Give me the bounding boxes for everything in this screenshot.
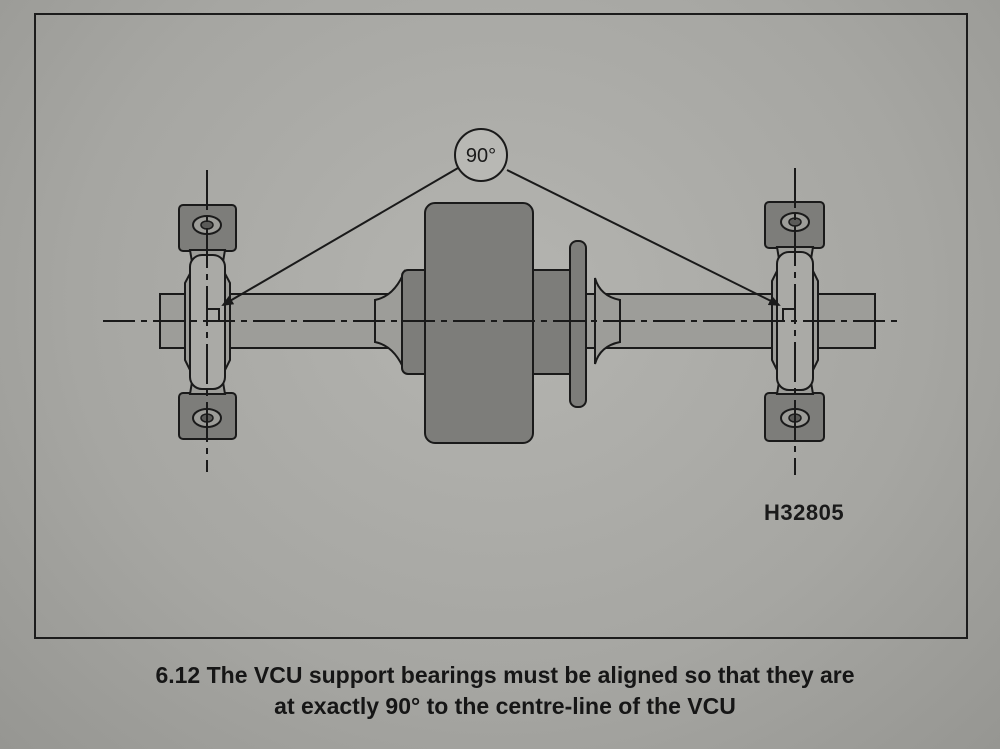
- angle-callout-circle: [454, 128, 508, 182]
- caption-line-2: at exactly 90° to the centre-line of the…: [274, 693, 736, 719]
- leader-arrow-right: [506, 169, 781, 306]
- vcu-body: [424, 202, 534, 444]
- leader-arrow-left: [221, 167, 459, 307]
- figure-caption: 6.12 The VCU support bearings must be al…: [40, 660, 970, 722]
- angle-label: 90°: [466, 145, 496, 167]
- right-angle-marker-left: [207, 308, 220, 321]
- figure-id: H32805: [764, 500, 845, 525]
- caption-line-1: 6.12 The VCU support bearings must be al…: [155, 662, 855, 688]
- vcu-flange: [569, 240, 587, 408]
- figure-frame: [34, 13, 968, 639]
- right-angle-marker-right: [782, 308, 795, 321]
